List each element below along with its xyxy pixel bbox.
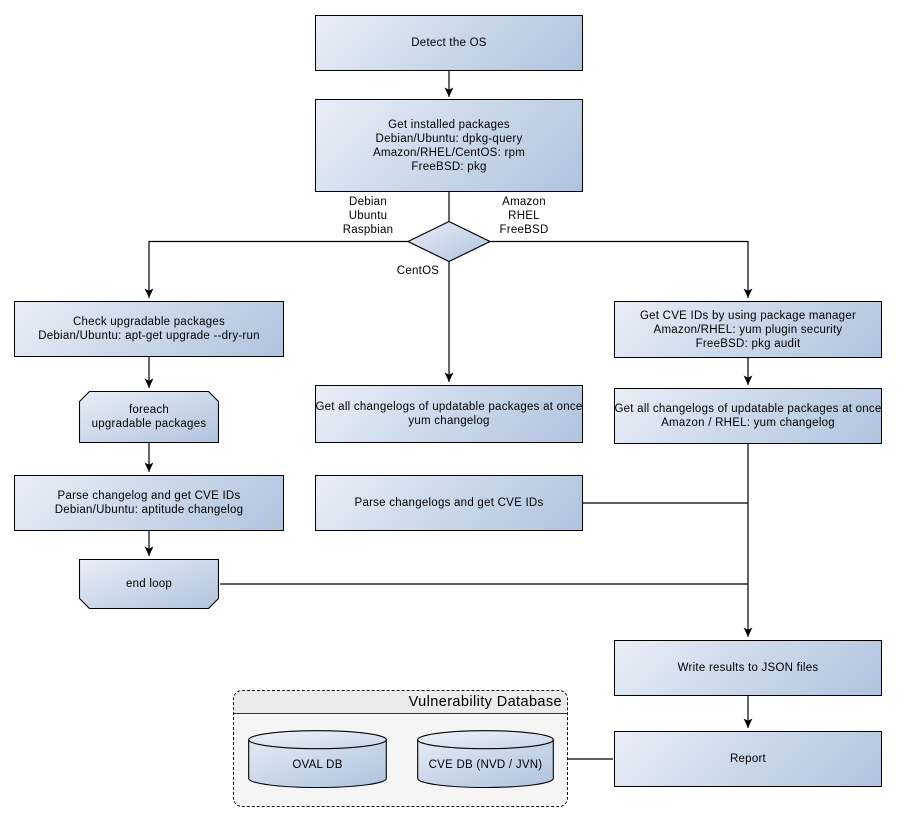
node-label: Parse changelog and get CVE IDs [57,490,241,502]
node-label: Debian/Ubuntu: apt-get upgrade --dry-run [38,330,260,342]
node-label: foreach [128,404,170,416]
node-label: Get installed packages [388,118,510,131]
node-get-cve-ids: Get CVE IDs by using package manager Ama… [614,301,882,358]
edge-label-line: CentOS [396,265,440,277]
node-foreach-loop: foreach upgradable packages [79,391,219,443]
cylinder-shape [417,730,554,788]
node-label: Report [729,753,767,765]
node-label: Debian/Ubuntu: aptitude changelog [54,504,244,516]
node-label: Get all changelogs of updatable packages… [315,401,583,413]
node-end-loop: end loop [79,559,219,609]
edge-label-line: Raspbian [342,224,394,236]
edge-label-line: FreeBSD [499,224,549,236]
node-label: upgradable packages [91,418,207,430]
oval-db-cylinder: OVAL DB [248,730,387,788]
edge-label-centos: CentOS [378,264,458,278]
node-label: Parse changelogs and get CVE IDs [354,497,544,509]
node-label: end loop [125,578,173,590]
loop-shape [79,559,219,609]
node-label: Write results to JSON files [677,662,819,674]
node-detect-os: Detect the OS [315,15,583,71]
node-label: Amazon/RHEL/CentOS: rpm [372,146,526,159]
node-label: Get all changelogs of updatable packages… [614,403,882,415]
node-label: Detect the OS [411,37,487,49]
node-label: Amazon/RHEL: yum plugin security [653,323,843,336]
edge-label-line: Amazon [502,196,546,208]
node-label: Amazon / RHEL: yum changelog [661,417,835,429]
os-decision-diamond [406,220,492,263]
node-label: Debian/Ubuntu: dpkg-query [375,132,523,145]
node-parse-changelogs: Parse changelogs and get CVE IDs [315,475,583,531]
edge-label-amazon-rhel-freebsd: Amazon RHEL FreeBSD [486,195,562,237]
node-label: FreeBSD: pkg [411,160,487,173]
edge-label-line: RHEL [508,210,540,222]
cve-db-cylinder: CVE DB (NVD / JVN) [417,730,554,788]
node-report: Report [614,731,882,787]
node-get-installed-packages: Get installed packages Debian/Ubuntu: dp… [315,99,583,192]
edge-label-line: Debian [349,196,387,208]
node-label: Check upgradable packages [72,316,226,328]
node-label: OVAL DB [292,759,343,771]
node-check-upgradable-packages: Check upgradable packages Debian/Ubuntu:… [14,301,284,357]
node-label: Get CVE IDs by using package manager [639,309,857,322]
node-write-results: Write results to JSON files [614,640,882,696]
loop-shape [79,391,219,443]
node-label: yum changelog [408,415,490,427]
node-parse-changelog: Parse changelog and get CVE IDs Debian/U… [14,475,284,531]
panel-title: Vulnerability Database [234,691,567,714]
edge-label-line: Ubuntu [348,210,388,222]
edge-label-debian-ubuntu-raspbian: Debian Ubuntu Raspbian [330,195,406,237]
node-get-changelogs-amazon: Get all changelogs of updatable packages… [614,388,882,444]
cylinder-shape [248,730,387,788]
node-get-changelogs-centos: Get all changelogs of updatable packages… [315,385,583,443]
node-label: FreeBSD: pkg audit [695,337,801,350]
node-label: CVE DB (NVD / JVN) [428,759,543,771]
